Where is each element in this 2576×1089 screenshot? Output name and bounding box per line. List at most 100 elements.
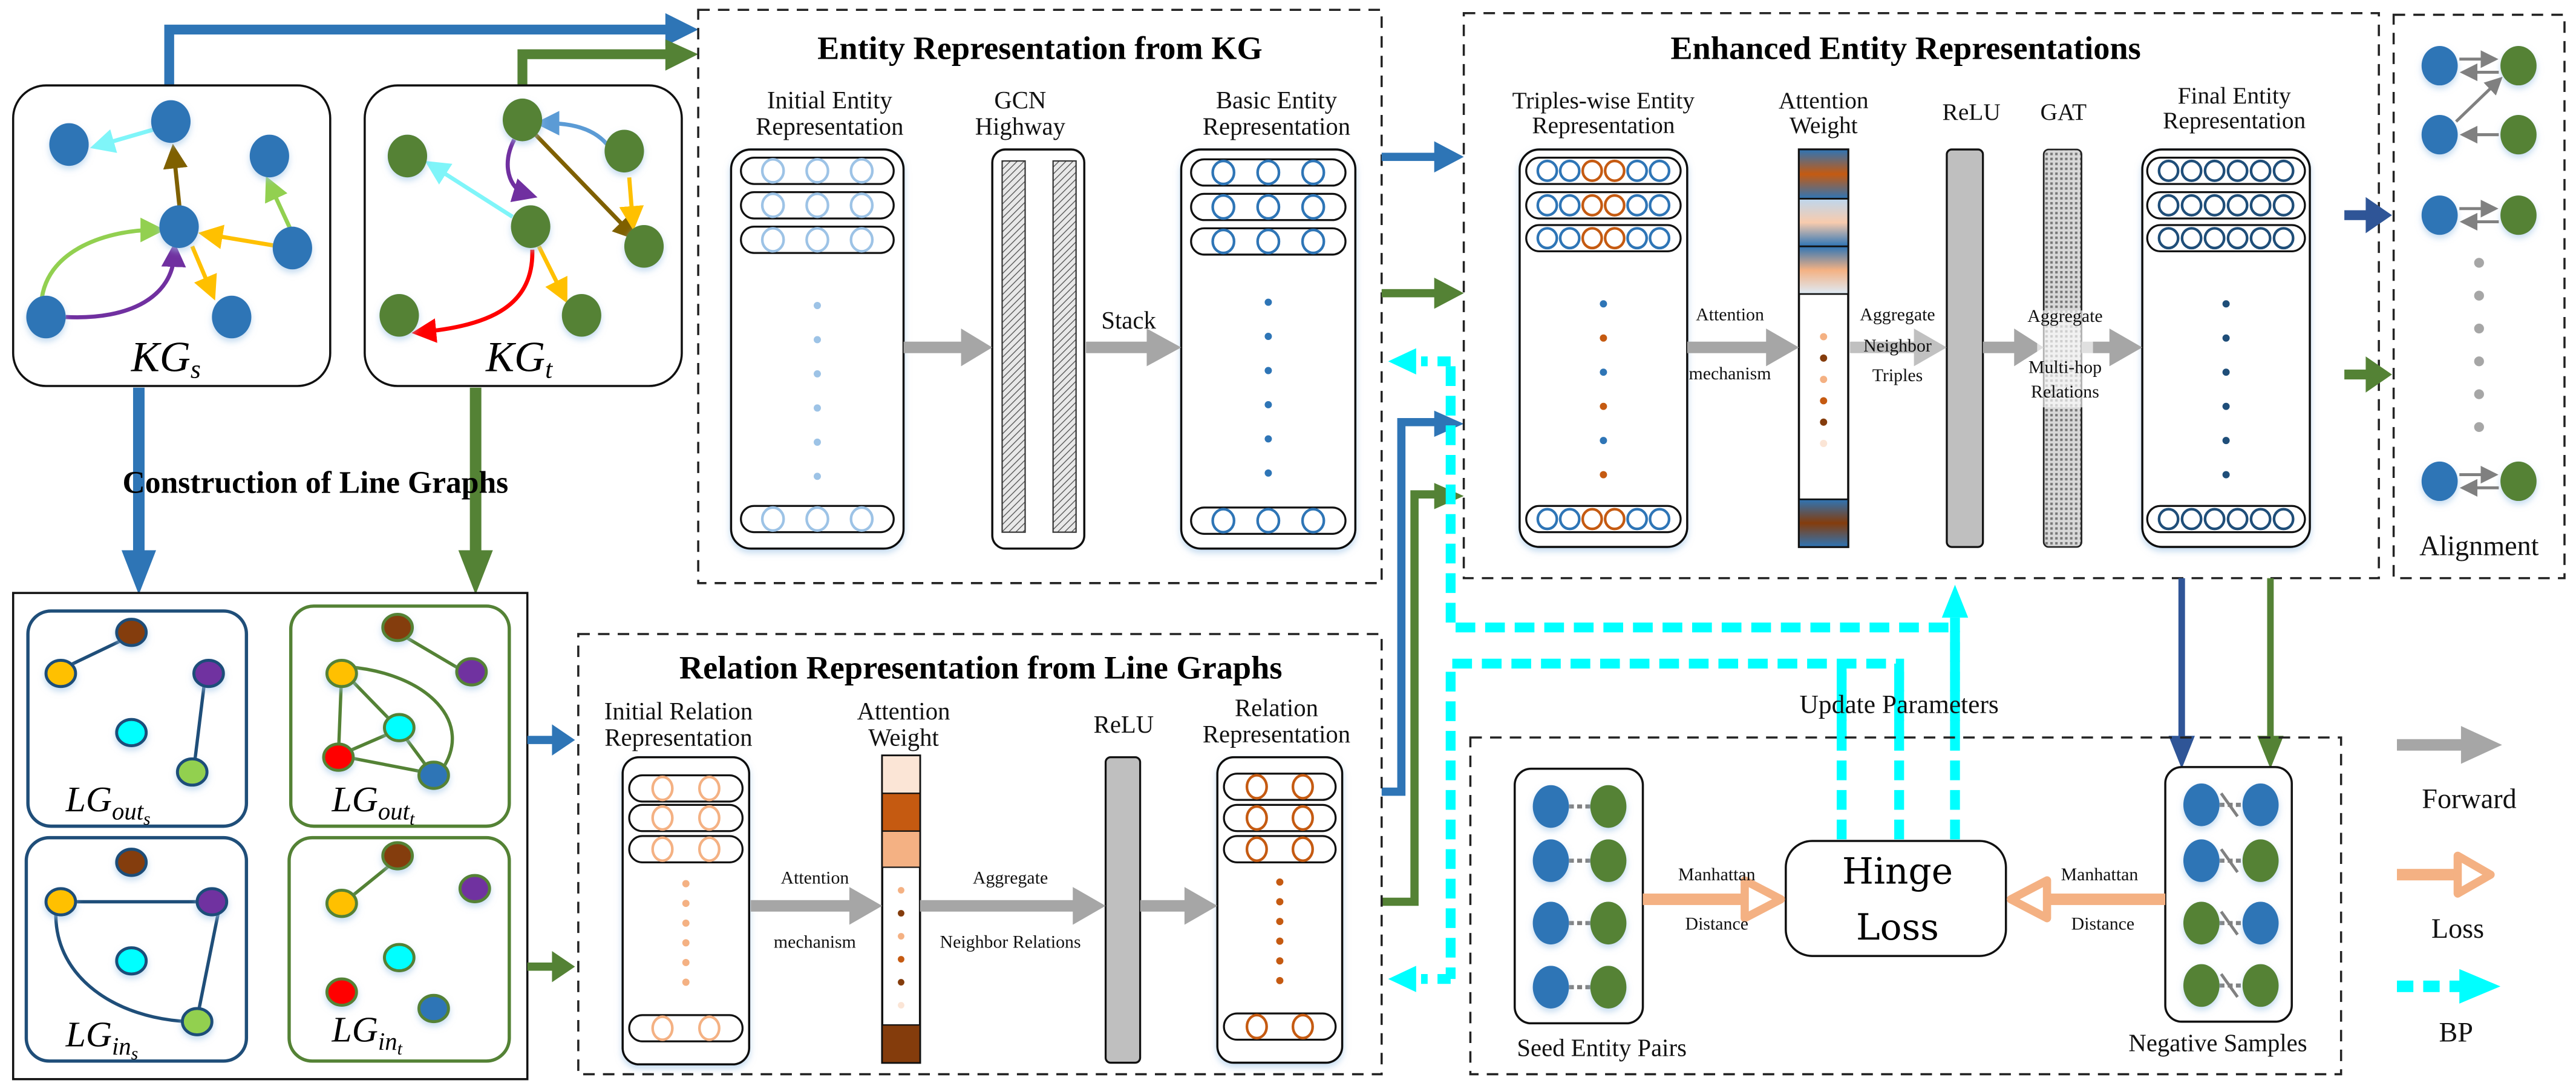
hinge-loss-line1: Hinge (1842, 851, 1953, 893)
negative-pair (2183, 783, 2279, 826)
seed-pair (1532, 901, 1627, 945)
kg-source-panel: KGs (11, 84, 332, 387)
legend-loss-label: Loss (2431, 913, 2484, 944)
basic-entity-ellipsis-dot (1264, 469, 1272, 477)
lg-in-s-panel: LGins (24, 836, 249, 1064)
kg-source-subscript: s (191, 355, 201, 384)
initial-entity-vector (740, 226, 895, 254)
lg-in-t-main: LG (332, 1009, 378, 1049)
enhanced-title: Enhanced Entity Representations (1670, 30, 2140, 67)
basic-entity-vector (1190, 227, 1347, 256)
bp-arrowhead-to-relation (1388, 966, 1416, 992)
initial-entity-ellipsis-dot (814, 438, 821, 446)
initial-entity-ellipsis-dot (814, 302, 821, 309)
basic-entity-vector (1190, 192, 1347, 221)
svg-text:LGouts: LGouts (65, 779, 151, 829)
initial-relation-label-line1: Initial Relation (604, 698, 753, 725)
forward-arrow-aggregate-triples (1849, 328, 1947, 367)
legend-forward-label: Forward (2422, 783, 2516, 814)
initial-entity-vector (740, 505, 895, 534)
svg-text:KGt: KGt (485, 334, 553, 384)
seed-pair (1532, 966, 1627, 1009)
lg-out-s-subsub: s (143, 809, 151, 829)
initial-relation-vector (628, 1014, 744, 1042)
triples-wise-entity-vectors (1518, 148, 1688, 548)
relation-representation-vector (1223, 835, 1337, 863)
seed-pair (1532, 785, 1627, 828)
initial-relation-ellipsis-dot (682, 939, 690, 947)
relation-representation-ellipsis-dot (1276, 976, 1284, 984)
relation-aggregate-line1: Aggregate (973, 868, 1048, 888)
final-entity-vector (2146, 191, 2306, 220)
seed-manhattan-line2: Distance (1685, 914, 1748, 934)
basic-entity-ellipsis-dot (1264, 435, 1272, 443)
gat-aggregate-line1: Aggregate (2027, 306, 2102, 326)
lg-out-t-subsub: t (410, 809, 415, 829)
triples-entity-label-line1: Triples-wise Entity (1512, 87, 1695, 114)
relation-attention-label-line1: Attention (857, 698, 950, 725)
lg-in-s-sub: in (112, 1033, 131, 1060)
attention-weight-bar (1797, 148, 1849, 548)
kg-target-edges (411, 111, 644, 343)
lg-out-s-panel: LGouts (26, 609, 249, 829)
relation-relu-block (1104, 756, 1142, 1064)
kg-target-panel: KGt (364, 84, 683, 387)
seed-manhattan-line1: Manhattan (1678, 865, 1756, 885)
seed-entity-pairs-block: Seed Entity Pairs (1513, 767, 1687, 1062)
relu-label: ReLU (1943, 99, 2001, 125)
triples-wise-entity-ellipsis-dot (1600, 402, 1607, 410)
attention-mechanism-line1: Attention (1696, 304, 1764, 324)
svg-text:LGoutt: LGoutt (332, 779, 415, 829)
alignment-pair (2421, 46, 2537, 86)
relation-rep-label-line2: Representation (1203, 721, 1350, 748)
negative-samples-block: Negative Samples (2128, 766, 2307, 1057)
attention-weight-label-line1: Attention (1779, 87, 1869, 114)
initial-entity-ellipsis-dot (814, 336, 821, 344)
triples-wise-entity-vector (1525, 157, 1682, 185)
initial-entity-label-line1: Initial Entity (767, 87, 893, 114)
update-parameters-label: Update Parameters (1800, 690, 1999, 719)
svg-text:LGint: LGint (332, 1009, 403, 1059)
kg-target-subscript: t (545, 355, 553, 384)
lg-in-s-subsub: s (131, 1044, 139, 1064)
relation-rep-label-line1: Relation (1235, 695, 1318, 722)
triples-wise-entity-ellipsis-dot (1600, 334, 1607, 342)
relation-source-to-enhanced-arrow (1381, 410, 1464, 796)
lg-out-t-main: LG (332, 779, 378, 819)
final-entity-ellipsis-dot (2222, 437, 2230, 445)
lg-source-to-relation-arrow (527, 724, 575, 756)
seed-entity-pairs-label: Seed Entity Pairs (1517, 1035, 1687, 1062)
lg-out-s-main: LG (65, 779, 112, 819)
initial-relation-ellipsis-dot (682, 919, 690, 927)
negative-samples-label: Negative Samples (2128, 1030, 2307, 1057)
basic-target-to-enhanced-arrow (1381, 277, 1464, 309)
relation-representation-vector (1223, 803, 1337, 832)
relation-representation-vectors (1216, 756, 1344, 1064)
relation-representation-ellipsis-dot (1276, 898, 1284, 906)
triples-wise-entity-vector (1525, 191, 1682, 220)
basic-entity-ellipsis-dot (1264, 401, 1272, 408)
lg-in-t-sub: in (378, 1028, 397, 1055)
relation-attention-mechanism-line1: Attention (781, 868, 849, 888)
relation-representation-ellipsis-dot (1276, 937, 1284, 945)
alignment-panel: Alignment (2392, 13, 2566, 580)
triples-entity-label-line2: Representation (1532, 112, 1675, 139)
initial-relation-ellipsis-dot (682, 958, 690, 966)
final-entity-vectors (2141, 148, 2311, 548)
relation-forward-arrow-aggregate (920, 887, 1106, 925)
orange-hollow-arrow-icon (2397, 851, 2495, 898)
relation-representation-vector (1223, 773, 1337, 801)
basic-entity-label-line2: Representation (1203, 113, 1350, 140)
relation-aggregate-line2: Neighbor Relations (940, 932, 1081, 952)
gat-label: GAT (2040, 99, 2087, 125)
alignment-label: Alignment (2419, 531, 2539, 561)
initial-entity-vector (740, 157, 895, 185)
kg-source-nodes (26, 100, 312, 339)
gcn-label-line1: GCN (994, 87, 1046, 114)
relation-representation-ellipsis-dot (1276, 878, 1284, 886)
alignment-pair (2421, 461, 2537, 502)
gray-arrow-icon (2397, 726, 2502, 764)
entity-representation-kg-panel: Entity Representation from KG Initial En… (697, 8, 1383, 584)
forward-arrow-attention (1687, 328, 1799, 367)
aggregate-triples-line1: Aggregate (1860, 304, 1935, 324)
